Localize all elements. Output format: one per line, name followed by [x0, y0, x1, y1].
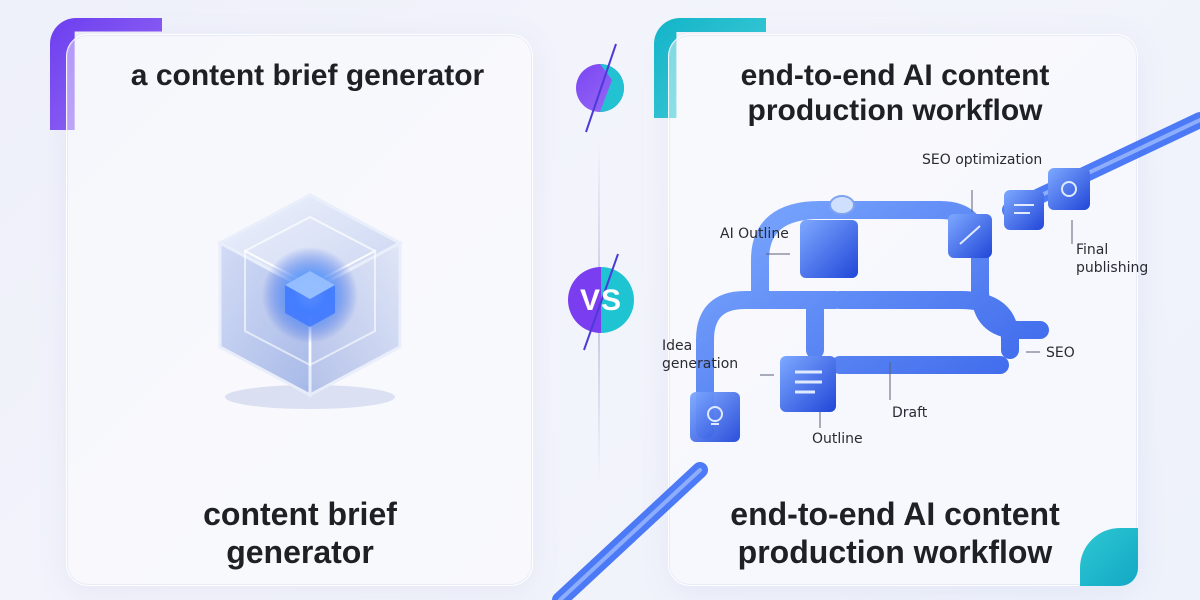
publish-box	[1048, 168, 1090, 210]
right-top-title: end-to-end AI content production workflo…	[740, 59, 1050, 128]
idea-generation-label: Idea generation	[662, 338, 739, 372]
stage-box	[1004, 190, 1044, 230]
seo-box	[948, 214, 992, 258]
ai-outline-label: AI Outline	[720, 226, 789, 242]
idea-box	[690, 392, 740, 442]
split-circle-icon	[576, 43, 624, 133]
right-bottom-title: end-to-end AI content production workflo…	[730, 496, 1060, 570]
seo-optimization-label: SEO optimization	[922, 152, 1043, 168]
right-panel	[668, 34, 1138, 586]
draft-label: Draft	[892, 405, 928, 421]
left-bottom-title: content brief generator	[203, 496, 397, 570]
outline-label: Outline	[812, 431, 863, 447]
outline-box	[780, 356, 836, 412]
vs-label: VS	[579, 284, 623, 317]
seo-label: SEO	[1046, 345, 1075, 361]
final-publishing-label: Final publishing	[1076, 242, 1149, 276]
vs-badge	[568, 253, 634, 351]
glass-cube-icon	[216, 193, 404, 409]
ai-outline-box	[800, 195, 858, 278]
left-top-title: a content brief generator	[130, 59, 485, 92]
